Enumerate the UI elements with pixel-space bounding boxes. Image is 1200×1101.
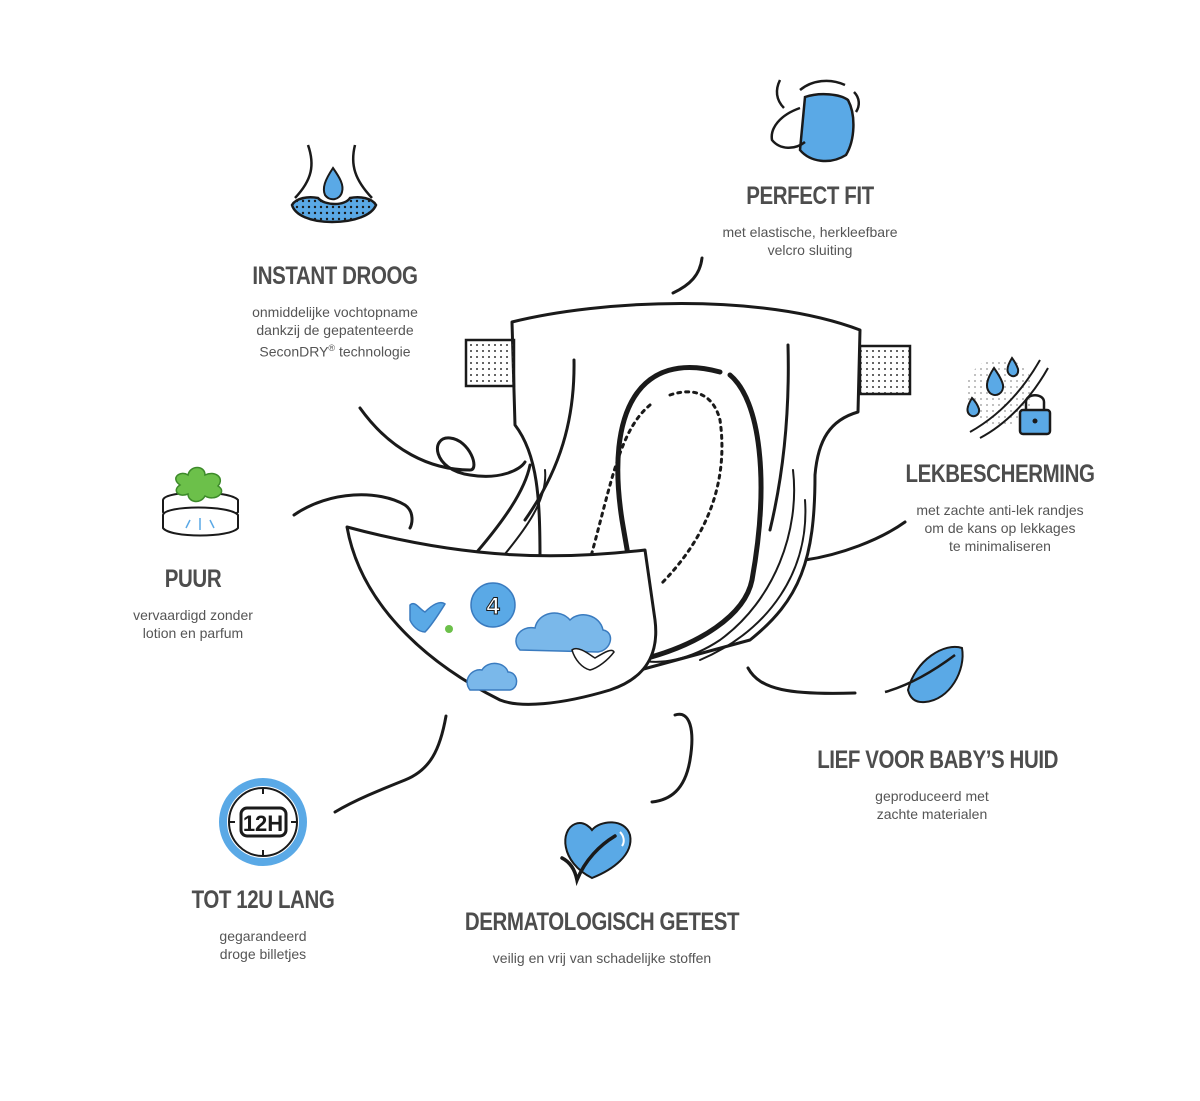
feature-perfect-fit: PERFECT FIT met elastische, herkleefbare… [690,182,930,259]
feature-description: gegarandeerd droge billetjes [219,928,307,962]
feature-description: geproduceerd met zachte materialen [875,788,989,822]
feature-title: PUUR [164,565,222,593]
clock-label: 12H [243,811,283,836]
cloud-large [515,612,612,653]
clock-12h-icon [219,778,307,866]
drops-lock-icon [966,356,1052,439]
bird-blue [409,601,446,633]
nose-drop-icon [290,144,378,224]
feature-title: LEKBESCHERMING [905,460,1095,488]
body-fit-icon [770,79,860,163]
diaper-print [409,582,615,691]
feature-title: INSTANT DROOG [252,262,418,290]
connector-lines [292,256,907,814]
feature-title: LIEF VOOR BABY’S HUID [817,746,1059,774]
feature-dermatologisch-getest: DERMATOLOGISCH GETEST veilig en vrij van… [432,908,772,967]
feature-description: onmiddelijke vochtopname dankzij de gepa… [252,304,418,360]
feature-puur: PUUR vervaardigd zonder lotion en parfum [93,565,293,642]
feature-description: vervaardigd zonder lotion en parfum [133,607,253,641]
feature-description: met zachte anti-lek randjes om de kans o… [916,502,1084,554]
size-badge-label: 4 [486,593,500,620]
feature-title: PERFECT FIT [746,182,874,210]
heart-check-icon [560,821,632,887]
feature-instant-droog: INSTANT DROOG onmiddelijke vochtopname d… [215,262,455,361]
feature-title: DERMATOLOGISCH GETEST [464,908,740,936]
feature-description: met elastische, herkleefbare velcro slui… [722,224,898,258]
feature-description: veilig en vrij van schadelijke stoffen [492,950,712,966]
feather-icon [884,645,964,704]
leaf-layers-icon [162,466,239,537]
bird-white [571,647,615,671]
feature-tot-12u-lang: TOT 12U LANG gegarandeerd droge billetje… [163,886,363,963]
right-velcro-tab [858,344,912,396]
size-badge-circle [470,582,516,628]
feature-lekbescherming: LEKBESCHERMING met zachte anti-lek randj… [880,460,1120,555]
cloud-small [466,662,518,691]
feature-lief-voor-babys-huid: LIEF VOOR BABY’S HUID geproduceerd met z… [792,746,1072,823]
left-velcro-tab [464,338,516,388]
feature-title: TOT 12U LANG [191,886,335,914]
